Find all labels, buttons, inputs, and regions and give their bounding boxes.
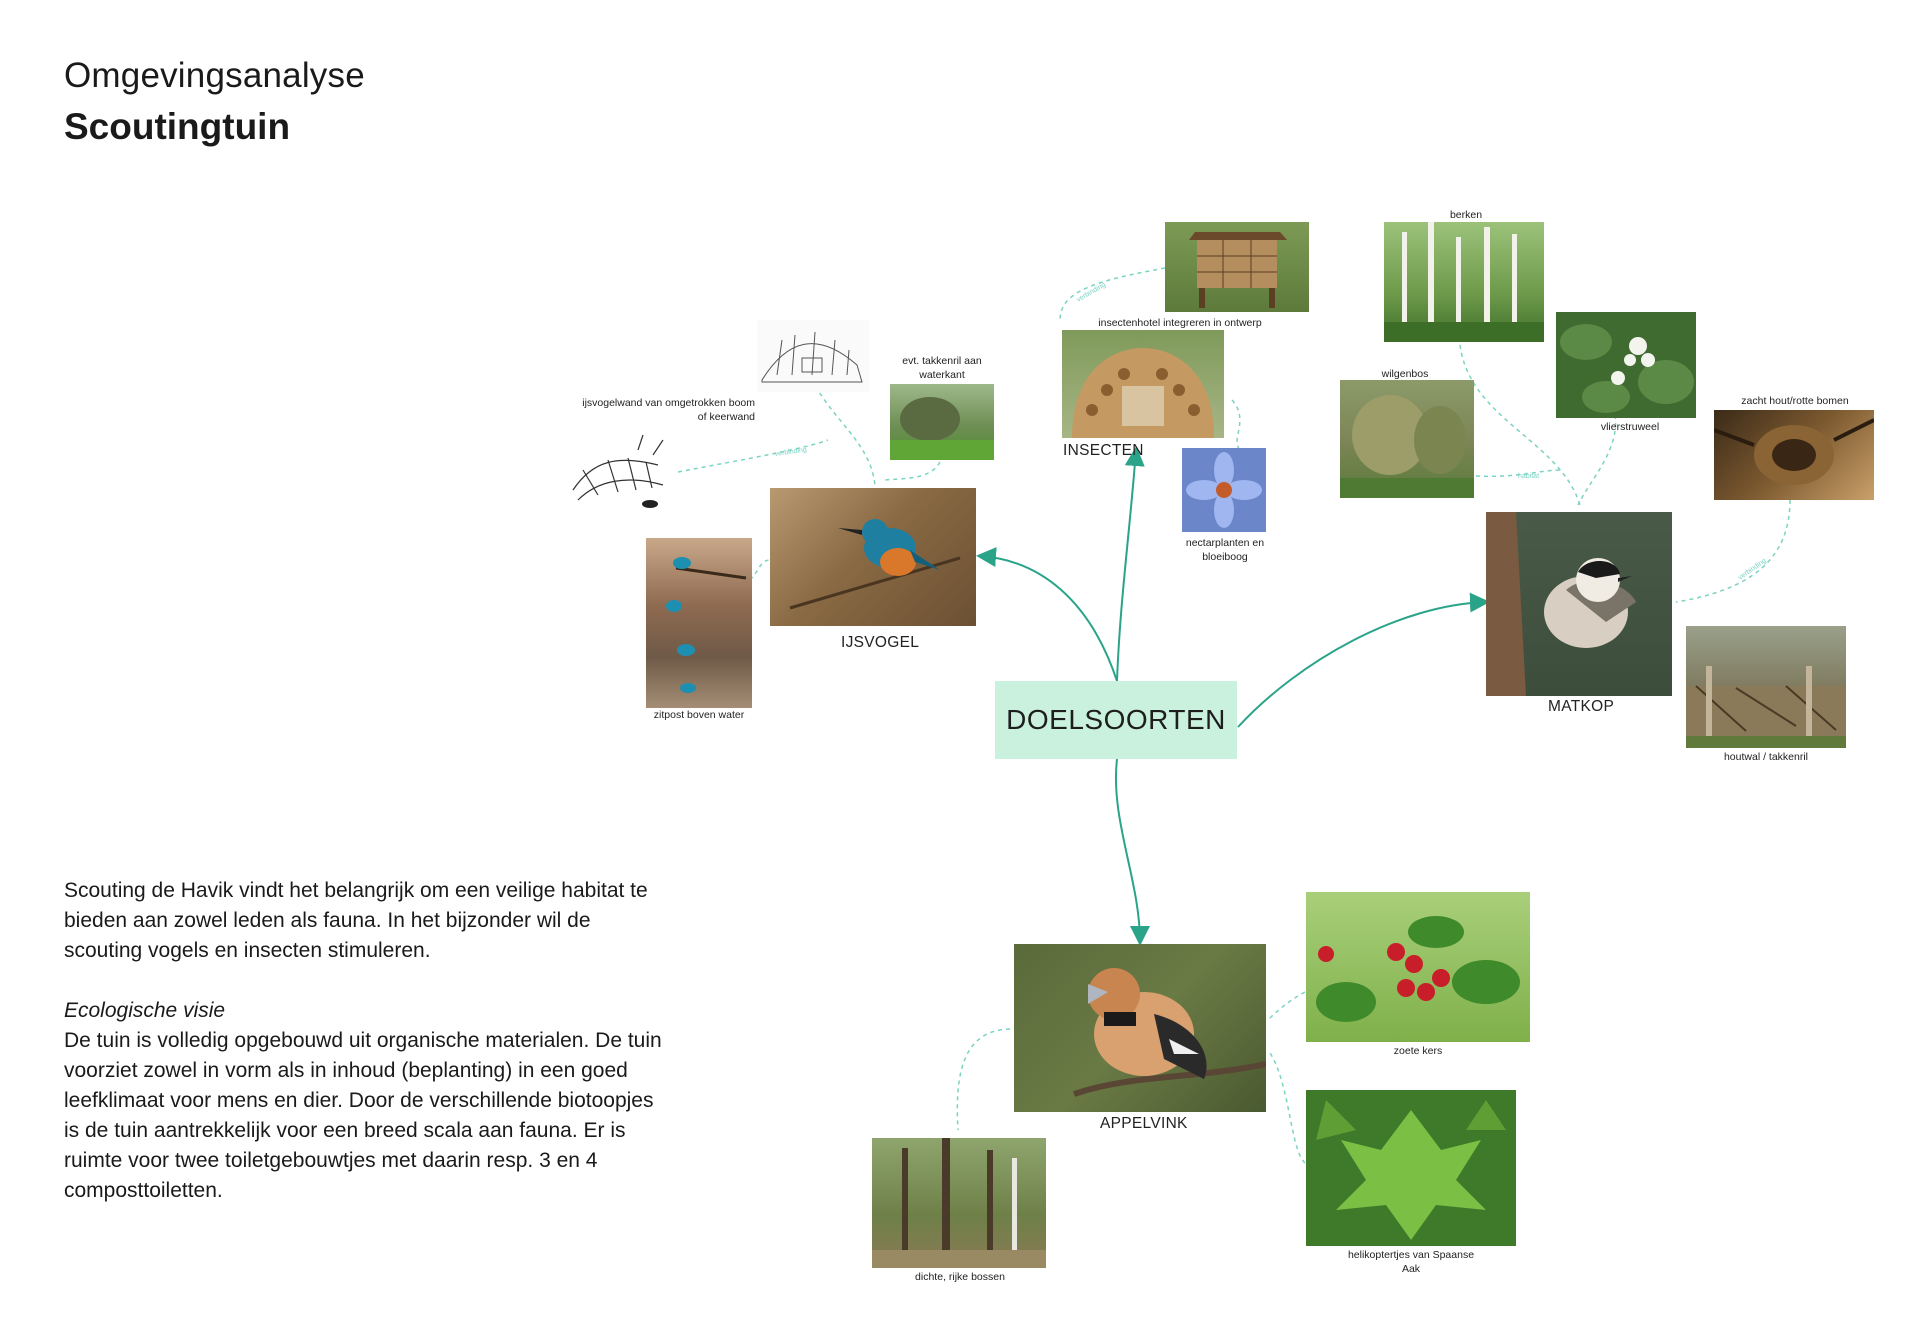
insect-hotel-photo-2 — [1062, 330, 1224, 438]
page-subtitle: Scoutingtuin — [64, 106, 291, 147]
page-title: Omgevingsanalyse — [64, 56, 365, 95]
ijsvogel-label: IJSVOGEL — [841, 634, 920, 651]
link-center-insecten — [1116, 446, 1145, 682]
caption-insect-hotel: insectenhotel integreren in ontwerp — [1098, 317, 1262, 329]
caption-hedge: houtwal / takkenril — [1723, 751, 1809, 763]
cherry-photo — [1306, 892, 1530, 1042]
willow-tit-photo — [1486, 512, 1672, 696]
intro-paragraph: Scouting de Havik vindt het belangrijk o… — [64, 879, 648, 962]
branch-pile-photo — [890, 384, 994, 460]
link-center-matkop — [1237, 592, 1490, 728]
link-center-appelvink — [1115, 758, 1150, 946]
svg-text:verbinding: verbinding — [1076, 281, 1108, 303]
kingfisher-wall-sketch — [757, 320, 869, 392]
matkop-label: MATKOP — [1548, 698, 1615, 715]
link-center-ijsvogel — [976, 547, 1118, 682]
tree-root-sketch — [568, 430, 672, 514]
hedge-branch-photo — [1686, 626, 1846, 748]
caption-elder: vlierstruweel — [1600, 421, 1660, 433]
caption-willow: wilgenbos — [1381, 368, 1429, 380]
nectar-flower-photo — [1182, 448, 1266, 532]
caption-birch: berken — [1449, 209, 1483, 221]
svg-text:habitat: habitat — [1518, 473, 1539, 480]
hawfinch-photo — [1014, 944, 1266, 1112]
appelvink-label: APPELVINK — [1100, 1115, 1188, 1132]
caption-deadwood: zacht hout/rotte bomen — [1741, 395, 1849, 407]
willow-forest-photo — [1340, 380, 1474, 498]
maple-photo — [1306, 1090, 1516, 1246]
insecten-label: INSECTEN — [1063, 442, 1144, 459]
caption-kingfisher-wall: ijsvogelwand van omgetrokken boom of kee… — [582, 397, 755, 423]
caption-cherry: zoete kers — [1393, 1045, 1443, 1057]
caption-maple: helikoptertjes van Spaanse Aak — [1347, 1249, 1475, 1275]
vision-paragraph: De tuin is volledig opgebouwd uit organi… — [64, 1029, 662, 1202]
svg-text:verbinding: verbinding — [774, 447, 807, 458]
birch-forest-photo — [1384, 222, 1544, 342]
elder-shrub-photo — [1556, 312, 1696, 418]
svg-text:verbinding: verbinding — [1737, 557, 1768, 581]
intro-text-block: Scouting de Havik vindt het belangrijk o… — [64, 876, 664, 1206]
insect-hotel-photo-1 — [1165, 222, 1309, 312]
kingfisher-photo — [770, 488, 976, 626]
perch-photo — [646, 538, 752, 708]
caption-nectar: nectarplanten en bloeiboog — [1185, 537, 1265, 563]
center-node-doelsoorten: DOELSOORTEN — [995, 681, 1237, 759]
caption-perch: zitpost boven water — [653, 709, 745, 721]
dense-forest-photo — [872, 1138, 1046, 1268]
deadwood-photo — [1714, 410, 1874, 500]
vision-heading: Ecologische visie — [64, 999, 226, 1022]
caption-forest: dichte, rijke bossen — [915, 1271, 1005, 1283]
caption-branch-pile: evt. takkenril aan waterkant — [902, 355, 982, 381]
